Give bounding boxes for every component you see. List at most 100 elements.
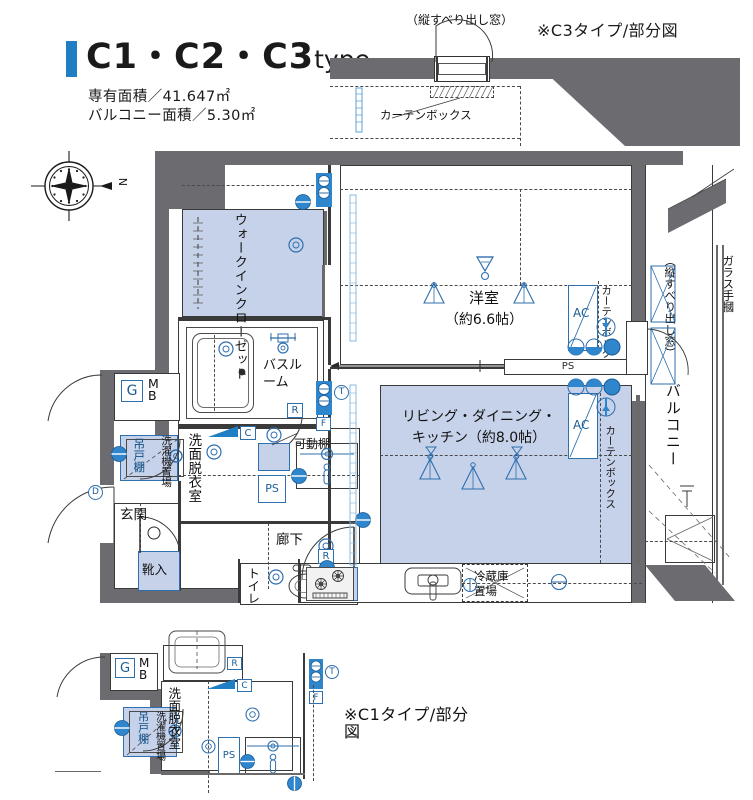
mark-d-label: D bbox=[92, 487, 99, 497]
hanging-cupboard-diagonal bbox=[123, 438, 179, 480]
page-title: C1・C2・C3type bbox=[86, 36, 370, 81]
mark-c-label: C bbox=[244, 428, 252, 439]
movable-shelf bbox=[258, 443, 290, 471]
label-corridor: 廊下 bbox=[276, 532, 303, 548]
area-exclusive: 専有面積／41.647㎡ bbox=[88, 89, 231, 105]
meter-g-box: G bbox=[121, 380, 143, 402]
c3-window-swing-arc bbox=[435, 19, 494, 63]
c1-hanging-cupboard-inner bbox=[129, 711, 183, 753]
c1-meter-g-box: G bbox=[115, 658, 135, 678]
mark-t-box: T bbox=[334, 385, 349, 400]
c1-wall-left bbox=[100, 689, 160, 700]
vanity-basin-icon bbox=[323, 463, 331, 485]
partition-entry-right bbox=[178, 481, 181, 591]
movable-shelf-leader bbox=[271, 432, 299, 446]
c1-vanity-basin-icon bbox=[269, 753, 277, 774]
ac-upper-label: AC bbox=[573, 306, 590, 320]
label-washroom: 洗面脱衣室 bbox=[185, 433, 202, 503]
hanging-cupboard-knob bbox=[111, 446, 127, 462]
c1-vanity-mirror-icon bbox=[247, 740, 299, 752]
balcony-dash-diagonals bbox=[648, 464, 732, 574]
c1-meter-mb-line1: M bbox=[139, 656, 150, 670]
bedroom-entry-door-leaf bbox=[322, 265, 325, 317]
entrance-door-swing-upper bbox=[47, 374, 103, 422]
c1-mark-c-label: C bbox=[241, 681, 248, 691]
c1-left-extend bbox=[55, 771, 101, 772]
c1-right-wall bbox=[303, 653, 305, 779]
label-ldk-line1: リビング・ダイニング・ bbox=[402, 409, 556, 425]
c1-mark-c-box: C bbox=[237, 679, 252, 692]
bedroom-downlight-left-icon bbox=[423, 281, 445, 304]
label-bath: バスルーム bbox=[263, 358, 303, 390]
bath-ceiling-light-icon bbox=[218, 341, 234, 357]
room-walk-in-closet bbox=[182, 209, 324, 317]
right-casement-window-frame bbox=[626, 321, 648, 375]
wic-sliding-door bbox=[324, 211, 327, 265]
zone-dash-wic bbox=[182, 185, 324, 186]
meter-mb-line1: M bbox=[148, 376, 159, 391]
ac-lower-box: AC bbox=[568, 393, 598, 459]
label-curtain-box-lower: カーテンボックス bbox=[604, 425, 617, 509]
ldk-downlight-1-icon bbox=[419, 454, 441, 480]
entrance-inner-door-swing bbox=[139, 516, 181, 554]
ps-right-label: PS bbox=[561, 361, 575, 372]
ceiling-dash-bedroom-mid bbox=[340, 285, 632, 286]
exterior-wall-right-notch bbox=[645, 151, 683, 165]
exterior-wall-entry-left bbox=[100, 370, 114, 485]
compass-rose: N bbox=[22, 148, 132, 224]
ldk-downlight-2-icon bbox=[505, 454, 527, 480]
c3-curtain-box-leader bbox=[391, 97, 461, 119]
bath-tub bbox=[192, 333, 254, 413]
outlet-cluster-lower-icon bbox=[567, 378, 621, 396]
note-c3-partial: ※C3タイプ/部分図 bbox=[537, 21, 679, 40]
label-ldk: リビング・ダイニング・ キッチン（約8.0帖） bbox=[384, 407, 574, 449]
c1-ps-box: PS bbox=[218, 737, 240, 775]
title-type-code: C1・C2・C3 bbox=[86, 37, 315, 77]
washroom-door-swing bbox=[139, 438, 181, 480]
ps-washroom-label: PS bbox=[265, 482, 279, 495]
wic-ceiling-light-icon bbox=[288, 237, 304, 253]
balcony-glass-rail-line bbox=[716, 245, 718, 585]
meter-g-label: G bbox=[126, 383, 138, 399]
label-washer-space: 洗濯機置場 bbox=[160, 435, 173, 488]
c1-mark-f-box: F bbox=[309, 691, 323, 704]
bedroom-curtain-rail bbox=[349, 194, 357, 342]
mark-r-bath-label: R bbox=[291, 405, 299, 416]
note-c1-partial: ※C1タイプ/部分図 bbox=[344, 705, 469, 741]
label-movable-shelf: 可動棚 bbox=[294, 437, 331, 451]
mark-r-corridor-label: R bbox=[322, 551, 330, 562]
ps-washroom-box: PS bbox=[258, 475, 286, 503]
kitchen-switch-icon bbox=[550, 573, 568, 591]
c1-bath-tub-icon bbox=[168, 630, 226, 674]
washroom-ceiling-light-icon bbox=[206, 444, 222, 460]
c3-window-mullion-r bbox=[486, 56, 488, 82]
ac-lower-diagonal bbox=[569, 394, 597, 458]
label-curtain-box-top: カーテンボックス bbox=[380, 108, 472, 122]
bath-unit-outline bbox=[186, 327, 318, 419]
ldk-curtain-rail bbox=[349, 384, 357, 566]
c1-hanging-cupboard-knob bbox=[114, 720, 130, 736]
ceiling-dash-ldk bbox=[380, 455, 632, 456]
partition-corridor-top bbox=[178, 521, 360, 524]
bedroom-downlight-right-icon bbox=[513, 281, 535, 304]
mark-t-label: T bbox=[338, 387, 345, 397]
curtain-box-dash-upper bbox=[598, 281, 599, 353]
bath-tub-inner bbox=[197, 338, 249, 408]
c3-window-ladder-symbol bbox=[355, 87, 363, 133]
label-hanging-cupboard: 吊戸棚 bbox=[132, 438, 147, 473]
ps-right-bar: PS bbox=[504, 359, 632, 375]
ldk-ceiling-outlet-1-icon bbox=[425, 446, 437, 459]
outlet-vertical-lower-icon bbox=[596, 397, 616, 417]
partition-bedroom-ldk bbox=[330, 367, 632, 369]
ceiling-dash-bedroom-top bbox=[340, 189, 632, 190]
c1-washroom-light-icon bbox=[201, 739, 216, 754]
wic-hanger-rail bbox=[193, 217, 203, 309]
label-bedroom: 洋室 （約6.6帖） bbox=[424, 287, 544, 331]
vanity-counter bbox=[296, 443, 358, 489]
label-casement-window-right: （縦すべり出し窓） bbox=[663, 255, 678, 359]
fridge-outlet-icon bbox=[462, 577, 478, 593]
bath-tub-centerline bbox=[214, 335, 215, 411]
partition-toilet-left bbox=[238, 559, 240, 603]
outlet-cluster-upper-icon bbox=[567, 338, 621, 356]
ldk-switch-cluster-icon bbox=[316, 381, 332, 415]
